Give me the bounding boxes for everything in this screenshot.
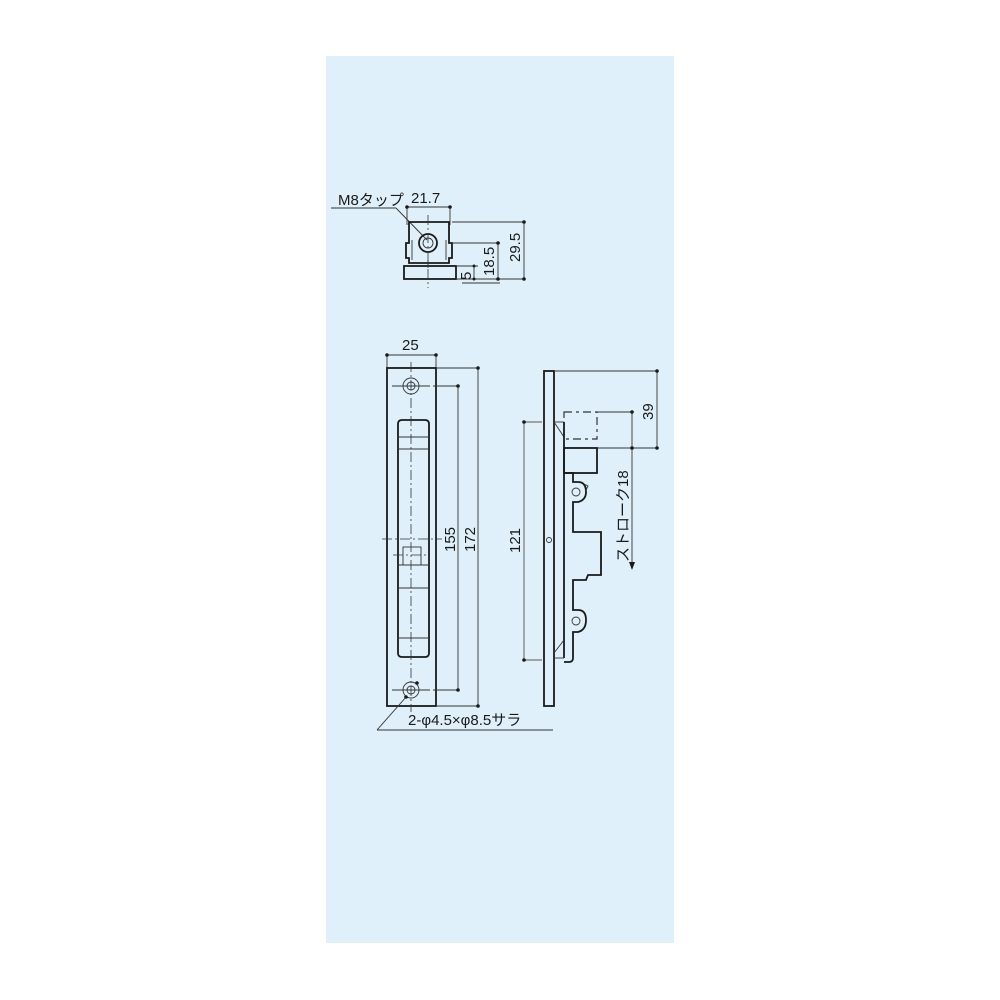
top-height-dim-18-5: 18.5 <box>481 247 498 276</box>
stroke-label: ストローク18 <box>615 470 632 562</box>
top-offset-dim: 39 <box>640 403 657 420</box>
hole-pitch-dim: 155 <box>442 527 459 552</box>
side-view: 39 ストローク18 121 <box>507 369 659 707</box>
top-width-dim: 21.7 <box>411 190 440 207</box>
drawing-panel <box>326 56 674 943</box>
top-height-dim-29-5: 29.5 <box>507 233 524 262</box>
top-base-dim-5: 5 <box>458 272 475 280</box>
front-width-dim: 25 <box>402 337 419 354</box>
front-view: 25 155 172 <box>376 337 553 731</box>
body-length-dim: 121 <box>507 528 524 553</box>
overall-height-dim: 172 <box>462 527 479 552</box>
m8-tap-label: M8タップ <box>338 192 404 209</box>
hole-callout: 2-φ4.5×φ8.5サラ <box>408 712 521 729</box>
top-view: M8タップ 21.7 18.5 29.5 <box>331 190 526 288</box>
